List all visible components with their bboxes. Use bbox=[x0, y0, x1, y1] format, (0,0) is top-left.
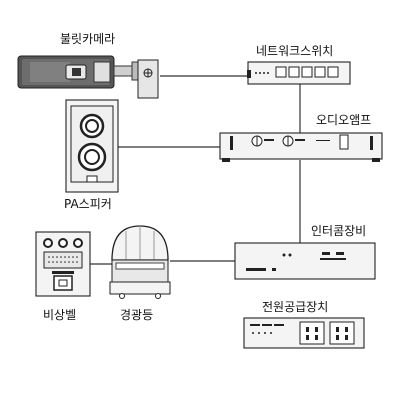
network-switch-label: 네트워크스위치 bbox=[256, 44, 334, 58]
power-supply-label: 전원공급장치 bbox=[262, 300, 329, 314]
warning-light-icon bbox=[109, 225, 171, 299]
audio-amp-icon bbox=[219, 132, 383, 162]
pa-speaker-icon bbox=[65, 99, 119, 193]
emergency-bell-label: 비상벨 bbox=[43, 308, 77, 322]
intercom-label: 인터콤장비 bbox=[311, 224, 367, 238]
bullet-camera-icon bbox=[17, 55, 159, 99]
intercom-icon bbox=[234, 242, 376, 280]
audio-amp-label: 오디오앰프 bbox=[316, 113, 372, 127]
connection-lines bbox=[90, 75, 301, 265]
network-switch-icon bbox=[247, 61, 351, 85]
pa-speaker-label: PA스피커 bbox=[64, 197, 112, 211]
bullet-camera-label: 불릿카메라 bbox=[60, 32, 116, 46]
warning-light-label: 경광등 bbox=[120, 308, 154, 322]
emergency-bell-icon bbox=[35, 231, 91, 297]
power-supply-icon bbox=[243, 317, 365, 349]
